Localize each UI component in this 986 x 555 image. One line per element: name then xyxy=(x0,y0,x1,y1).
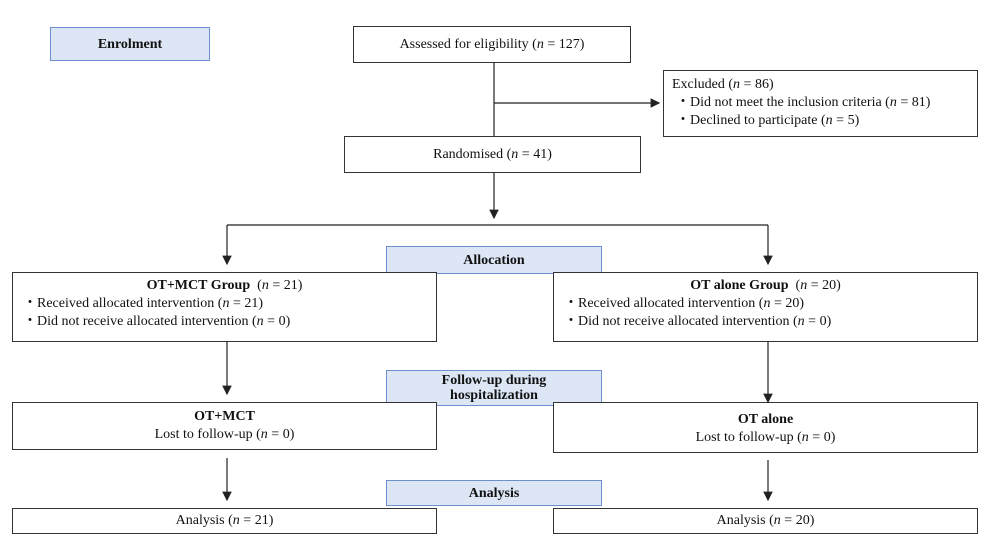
followup-left-box: OT+MCT Lost to follow-up (n = 0) xyxy=(12,402,437,450)
excluded-box: Excluded (n = 86) Did not meet the inclu… xyxy=(663,70,978,137)
followup-right-box: OT alone Lost to follow-up (n = 0) xyxy=(553,402,978,453)
assessed-box: Assessed for eligibility (n = 127) xyxy=(353,26,631,63)
excluded-item: Declined to participate (n = 5) xyxy=(672,112,977,130)
group-title: OT+MCT Group (n = 21) xyxy=(146,278,303,293)
stage-analysis: Analysis xyxy=(386,480,602,506)
analysis-left-box: Analysis (n = 21) xyxy=(12,508,437,534)
allocation-right-box: OT alone Group (n = 20) Received allocat… xyxy=(553,272,978,342)
randomised-box: Randomised (n = 41) xyxy=(344,136,641,173)
stage-followup: Follow-up during hospitalization xyxy=(386,370,602,406)
excluded-title: Excluded (n = 86) xyxy=(672,77,774,92)
excluded-item: Did not meet the inclusion criteria (n =… xyxy=(672,94,977,112)
analysis-right-box: Analysis (n = 20) xyxy=(553,508,978,534)
group-title: OT alone Group (n = 20) xyxy=(690,278,841,293)
stage-allocation: Allocation xyxy=(386,246,602,274)
received-line: Received allocated intervention (n = 20) xyxy=(564,295,977,313)
received-line: Received allocated intervention (n = 21) xyxy=(23,295,436,313)
not-received-line: Did not receive allocated intervention (… xyxy=(564,313,977,331)
allocation-left-box: OT+MCT Group (n = 21) Received allocated… xyxy=(12,272,437,342)
not-received-line: Did not receive allocated intervention (… xyxy=(23,313,436,331)
stage-enrolment: Enrolment xyxy=(50,27,210,61)
